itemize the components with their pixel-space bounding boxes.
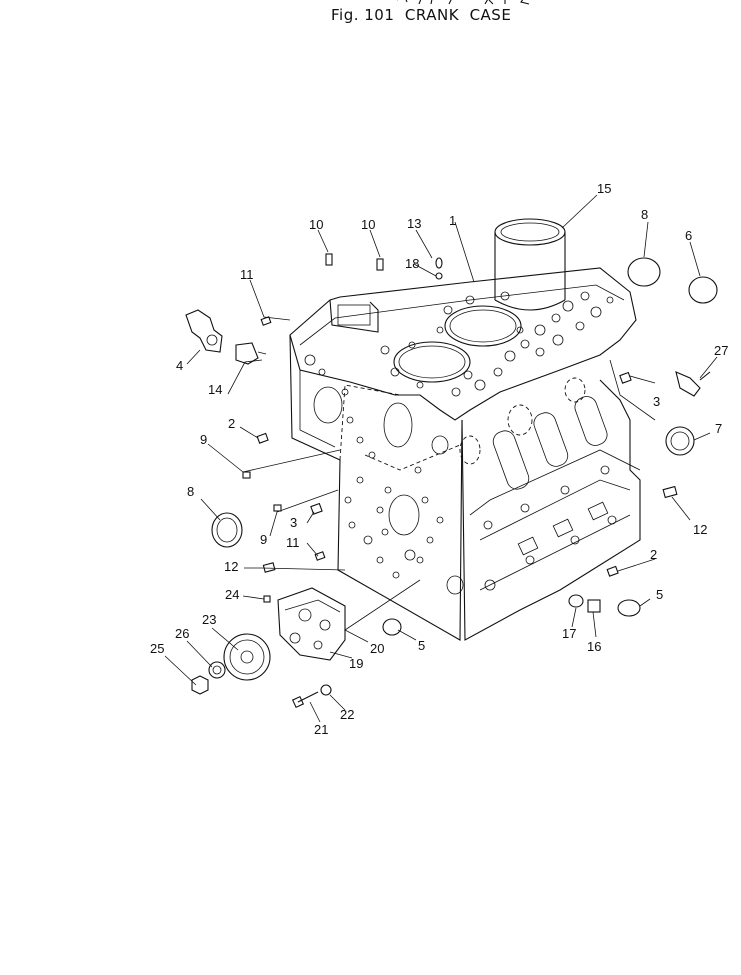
figure-title: Fig. 101 CRANK CASE (331, 6, 512, 24)
cylinder-liner (494, 218, 566, 311)
callout-3-left: 3 (290, 515, 297, 530)
callout-2-left: 2 (228, 416, 235, 431)
callout-19: 19 (349, 656, 363, 671)
callout-10-left: 10 (309, 217, 323, 232)
callout-15: 15 (597, 181, 611, 196)
callout-5-lower: 5 (418, 638, 425, 653)
callout-1: 1 (449, 213, 456, 228)
callout-20: 20 (370, 641, 384, 656)
callout-11-upper: 11 (240, 267, 254, 282)
callout-7: 7 (715, 421, 722, 436)
loose-parts (185, 253, 718, 636)
callout-14: 14 (208, 382, 222, 397)
callout-3-right: 3 (653, 394, 660, 409)
callout-labels: 1 2 2 3 3 4 5 5 6 7 8 8 9 9 10 10 11 11 … (150, 181, 728, 737)
callout-13: 13 (407, 216, 421, 231)
callout-8-upper: 8 (641, 207, 648, 222)
callout-25: 25 (150, 641, 164, 656)
callout-26: 26 (175, 626, 189, 641)
callout-8-lower: 8 (187, 484, 194, 499)
callout-12-left: 12 (224, 559, 238, 574)
callout-16: 16 (587, 639, 601, 654)
callout-5-right: 5 (656, 587, 663, 602)
callout-9-upper: 9 (200, 432, 207, 447)
callout-24: 24 (225, 587, 239, 602)
oil-pump-assembly (191, 587, 346, 709)
callout-9-lower: 9 (260, 532, 267, 547)
callout-11-lower: 11 (286, 535, 300, 550)
callout-4: 4 (176, 358, 183, 373)
callout-12-right: 12 (693, 522, 707, 537)
callout-21: 21 (314, 722, 328, 737)
callout-22: 22 (340, 707, 354, 722)
callout-2-right: 2 (650, 547, 657, 562)
callout-18: 18 (405, 256, 419, 271)
callout-17: 17 (562, 626, 576, 641)
callout-27: 27 (714, 343, 728, 358)
japanese-title (397, 0, 530, 5)
leader-lines (164, 194, 718, 723)
callout-23: 23 (202, 612, 216, 627)
callout-6: 6 (685, 228, 692, 243)
crank-case-block (289, 267, 641, 641)
callout-10-right: 10 (361, 217, 375, 232)
